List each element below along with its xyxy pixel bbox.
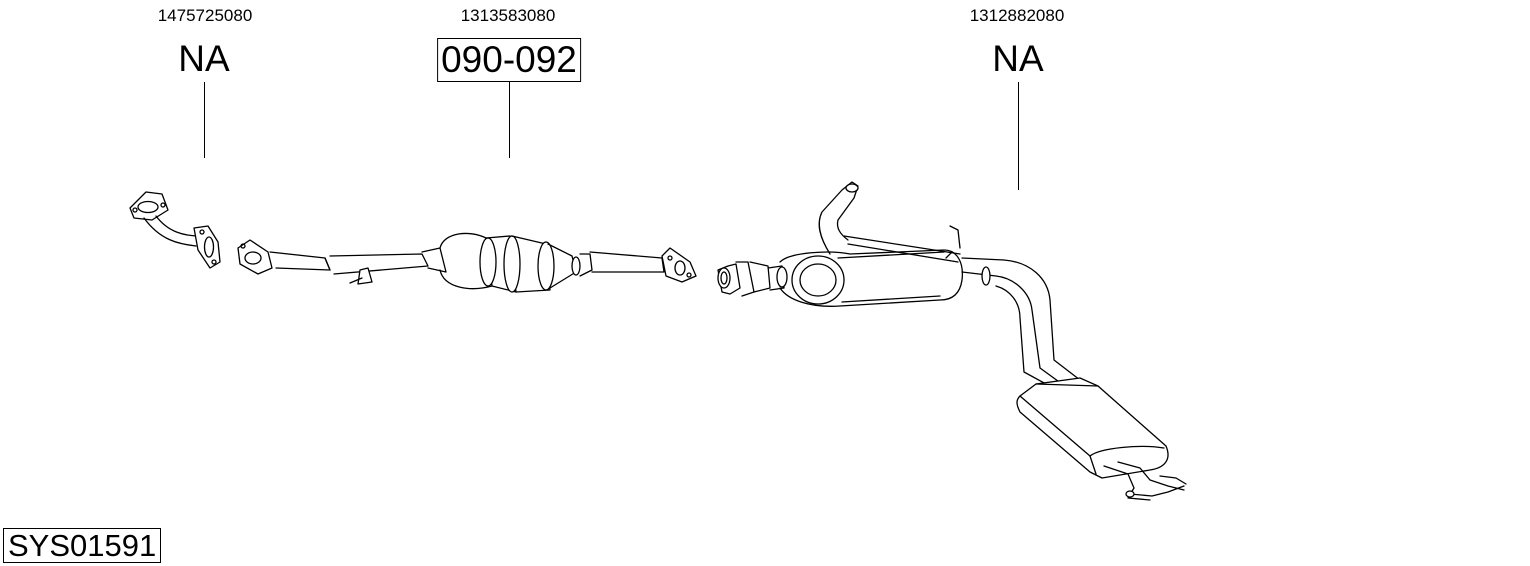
- catalytic-converter-drawing: [238, 233, 696, 292]
- part-number-3: 1312882080: [969, 6, 1065, 25]
- part-code-1: NA: [178, 38, 230, 79]
- part-code-3: NA: [992, 38, 1044, 79]
- part-number-2: 1313583080: [460, 6, 556, 25]
- leader-line-2: [509, 82, 510, 158]
- part-number-1: 1475725080: [157, 6, 253, 25]
- leader-line-3: [1018, 82, 1019, 190]
- part-code-2: 090-092: [437, 38, 581, 82]
- leader-line-1: [204, 82, 205, 158]
- system-id-label: SYS01591: [3, 528, 162, 563]
- front-pipe-drawing: [130, 192, 220, 268]
- silencer-assembly-drawing: [718, 182, 1186, 500]
